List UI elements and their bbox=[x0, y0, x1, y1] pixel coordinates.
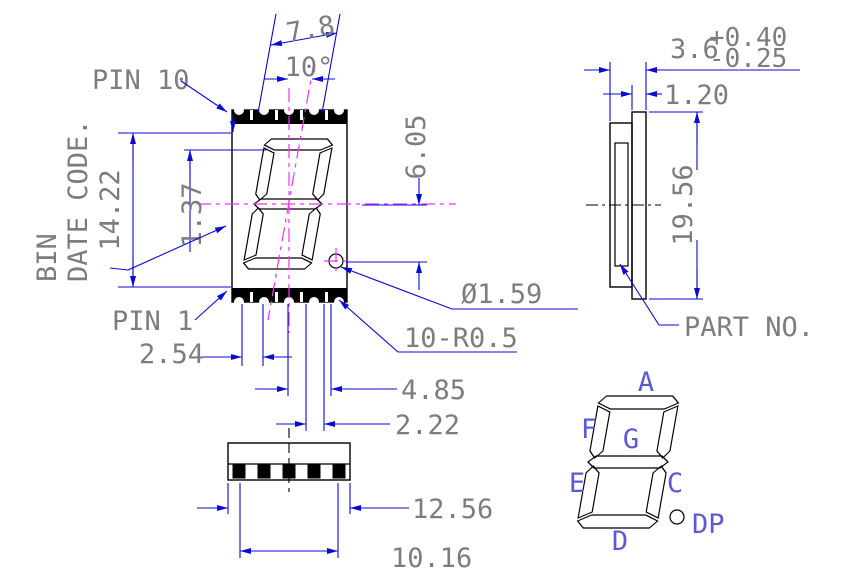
bottom-view-pads bbox=[232, 464, 346, 479]
pin1-label: PIN 1 bbox=[112, 306, 193, 337]
dim-lens-thickness: 1.20 bbox=[603, 80, 729, 111]
dim-pad-group-text: 4.85 bbox=[401, 375, 466, 406]
dim-overall-height-text: 19.56 bbox=[668, 164, 699, 245]
side-view: 3.6 +0.40 -0.25 1.20 19.56 PART NO. bbox=[584, 23, 814, 343]
segment-label-c: C bbox=[667, 468, 683, 499]
bottom-view: 12.56 10.16 bbox=[197, 428, 493, 574]
dim-center-to-dp: 6.05 bbox=[346, 114, 432, 290]
segment-label-g: G bbox=[623, 424, 639, 455]
part-no-callout: PART NO. bbox=[619, 263, 814, 343]
dim-digit-offset-text: 1.37 bbox=[177, 182, 208, 247]
segment-label-d: D bbox=[612, 526, 628, 557]
dim-dp-diameter-text: Ø1.59 bbox=[461, 279, 542, 310]
dim-pin-pitch: 2.54 bbox=[139, 339, 292, 370]
dim-digit-offset: 1.37 bbox=[177, 115, 236, 252]
bin-datecode-callout: BIN DATE CODE. bbox=[32, 119, 227, 282]
pin10-label: PIN 10 bbox=[92, 65, 190, 96]
dim-thickness: 3.6 +0.40 -0.25 bbox=[584, 23, 800, 74]
center-lines bbox=[197, 61, 456, 333]
dim-overall-width-text: 12.56 bbox=[412, 494, 493, 525]
segment-label-f: F bbox=[581, 414, 597, 445]
dim-thickness-tol-minus: -0.25 bbox=[709, 44, 787, 74]
front-view: 7.8 10° 14.22 1.37 bbox=[32, 10, 578, 441]
dim-center-to-dp-text: 6.05 bbox=[401, 114, 432, 179]
segment-dp-circle bbox=[669, 509, 685, 525]
callout-dp-diameter: Ø1.59 bbox=[340, 266, 578, 310]
dim-overall-height: 19.56 bbox=[649, 111, 703, 300]
dim-angle: 10° bbox=[264, 52, 335, 83]
dim-thickness-tol-plus: +0.40 bbox=[709, 23, 787, 53]
dim-pad-gap: 2.22 bbox=[276, 410, 460, 441]
part-no-label: PART NO. bbox=[684, 312, 814, 343]
dim-pad-group: 4.85 bbox=[255, 375, 466, 406]
dim-castellations-text: 10-R0.5 bbox=[404, 323, 518, 354]
dim-pin-pitch-text: 2.54 bbox=[139, 339, 204, 370]
dim-pad-span: 10.16 bbox=[240, 543, 472, 574]
pin1-callout: PIN 1 bbox=[112, 290, 228, 337]
dim-thickness-text: 3.6 bbox=[670, 34, 719, 65]
date-code-label: DATE CODE. bbox=[63, 119, 94, 282]
dim-lens-thickness-text: 1.20 bbox=[664, 80, 729, 111]
top-pad-strip bbox=[232, 105, 347, 124]
segment-diagram: A F G E C D DP bbox=[569, 367, 725, 557]
segment-label-a: A bbox=[638, 367, 654, 398]
pin10-callout: PIN 10 bbox=[92, 65, 228, 113]
dim-pad-gap-text: 2.22 bbox=[395, 410, 460, 441]
dim-angle-text: 10° bbox=[285, 52, 334, 83]
dim-slant-width-text: 7.8 bbox=[284, 10, 337, 49]
segment-label-dp: DP bbox=[692, 509, 725, 540]
pin-extension-lines bbox=[241, 304, 332, 431]
segment-digit-outline bbox=[576, 395, 680, 529]
dim-body-height-text: 14.22 bbox=[95, 169, 126, 250]
callout-castellations: 10-R0.5 bbox=[338, 299, 518, 354]
dim-pad-span-text: 10.16 bbox=[391, 543, 472, 574]
dim-body-height: 14.22 bbox=[95, 133, 136, 287]
bin-label: BIN bbox=[32, 233, 63, 282]
dim-overall-width: 12.56 bbox=[197, 494, 493, 525]
segment-label-e: E bbox=[569, 468, 585, 499]
